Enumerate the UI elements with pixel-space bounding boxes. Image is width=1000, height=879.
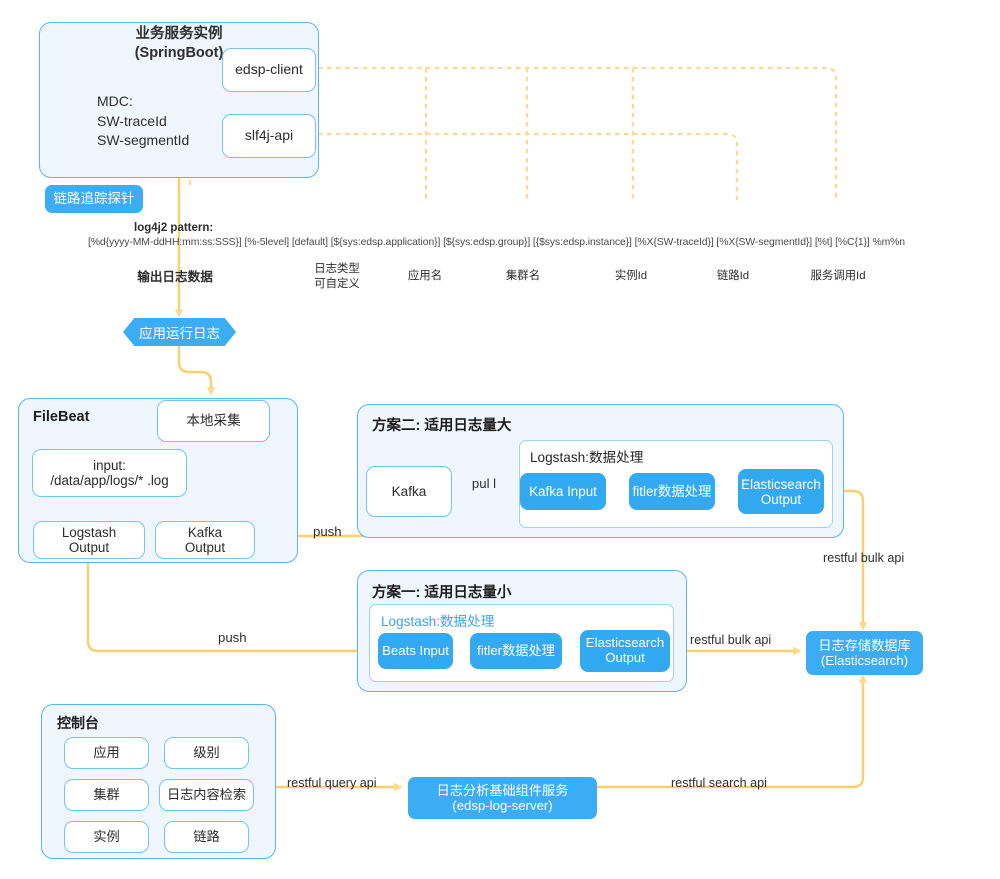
annotation-output-log-data: 输出日志数据 [137, 270, 213, 284]
console-item-log-search[interactable]: 日志内容检索 [159, 779, 254, 811]
logstash-output-box[interactable]: Logstash Output [33, 521, 145, 559]
console-item-application-label: 应用 [93, 744, 120, 760]
console-item-level-label: 级别 [193, 744, 220, 760]
mdc-label: MDC: SW-traceId SW-segmentId [97, 93, 190, 149]
edge-label-restful-search-api: restful search api [671, 776, 767, 790]
log4j2-pattern-heading: log4j2 pattern: [134, 222, 214, 234]
beats-input-label: Beats Input [382, 642, 449, 658]
log4j2-pattern-string: [%d{yyyy-MM-ddHH:mm:ss:SSS}] [%-5level] … [88, 237, 905, 248]
scheme-one-title: 方案一: 适用日志量小 [372, 585, 512, 601]
filebeat-input-label: input: /data/app/logs/* .log [50, 458, 169, 488]
console-item-cluster-label: 集群 [93, 786, 120, 802]
filebeat-input-box[interactable]: input: /data/app/logs/* .log [32, 449, 187, 497]
logstash-output-label: Logstash Output [61, 525, 117, 555]
scheme-two-logstash-title: Logstash:数据处理 [530, 450, 644, 465]
console-title: 控制台 [57, 715, 99, 731]
edge-label-restful-bulk-api-right: restful bulk api [823, 551, 905, 565]
kafka-input-stage[interactable]: Kafka Input [520, 473, 606, 510]
console-item-trace-label: 链路 [193, 828, 220, 844]
scheme-two-title: 方案二: 适用日志量大 [372, 418, 512, 434]
edsp-client-label: edsp-client [235, 61, 303, 78]
kafka-box[interactable]: Kafka [366, 466, 452, 517]
log-analysis-server-label: 日志分析基础组件服务 (edsp-log-server) [436, 782, 569, 813]
scheme-one-es-output-label: Elasticsearch Output [585, 635, 665, 665]
app-running-log-label: 应用运行日志 [139, 326, 220, 341]
filebeat-title: FileBeat [33, 409, 90, 425]
trace-probe-label: 链路追踪探针 [53, 191, 135, 207]
scheme-one-es-output-stage[interactable]: Elasticsearch Output [580, 630, 670, 672]
kafka-output-box[interactable]: Kafka Output [155, 521, 255, 559]
console-item-trace[interactable]: 链路 [164, 821, 249, 853]
pull-edge-label: pul l [471, 476, 497, 491]
edge-label-restful-bulk-api-mid: restful bulk api [690, 633, 772, 647]
edge-label-push-beats: push [218, 630, 247, 645]
slf4j-api-box[interactable]: slf4j-api [222, 114, 316, 158]
console-item-log-search-label: 日志内容检索 [166, 786, 247, 802]
edsp-client-box[interactable]: edsp-client [222, 48, 316, 92]
annotation-service-call-id: 服务调用Id [810, 270, 866, 282]
service-instance-title-line2: (SpringBoot) [134, 45, 224, 61]
console-item-instance-label: 实例 [93, 828, 120, 844]
slf4j-api-label: slf4j-api [244, 127, 294, 144]
console-item-cluster[interactable]: 集群 [64, 779, 149, 811]
console-item-instance[interactable]: 实例 [64, 821, 149, 853]
scheme-two-filter-label: fitler数据处理 [632, 484, 712, 499]
local-collect-box[interactable]: 本地采集 [157, 400, 270, 442]
edge-label-restful-query-api: restful query api [287, 776, 377, 790]
scheme-two-es-output-stage[interactable]: Elasticsearch Output [738, 469, 824, 514]
scheme-two-es-output-label: Elasticsearch Output [741, 476, 821, 507]
console-item-level[interactable]: 级别 [164, 737, 249, 769]
log-storage-db[interactable]: 日志存储数据库 (Elasticsearch) [806, 631, 923, 675]
scheme-two-filter-stage[interactable]: fitler数据处理 [629, 473, 715, 510]
beats-input-stage[interactable]: Beats Input [378, 633, 453, 669]
scheme-one-filter-stage[interactable]: fitler数据处理 [470, 633, 562, 669]
annotation-app-name: 应用名 [407, 270, 443, 282]
local-collect-label: 本地采集 [186, 413, 241, 429]
log-storage-db-label: 日志存储数据库 (Elasticsearch) [818, 637, 911, 668]
console-item-application[interactable]: 应用 [64, 737, 149, 769]
trace-probe-badge[interactable]: 链路追踪探针 [45, 185, 143, 213]
annotation-instance-id: 实例Id [614, 270, 648, 282]
scheme-one-filter-label: fitler数据处理 [477, 642, 555, 658]
edge-label-push-kafka: push [313, 524, 342, 539]
log-analysis-server[interactable]: 日志分析基础组件服务 (edsp-log-server) [408, 777, 597, 819]
kafka-label: Kafka [391, 483, 427, 499]
annotation-cluster-name: 集群名 [505, 270, 541, 282]
annotation-log-type: 日志类型 可自定义 [314, 263, 360, 291]
app-running-log-node: 应用运行日志 [123, 318, 236, 346]
kafka-input-label: Kafka Input [529, 484, 597, 499]
service-instance-title-line1: 业务服务实例 [135, 26, 223, 42]
kafka-output-label: Kafka Output [184, 525, 226, 555]
annotation-trace-id: 链路Id [716, 270, 750, 282]
scheme-one-logstash-title: Logstash:数据处理 [381, 614, 495, 629]
